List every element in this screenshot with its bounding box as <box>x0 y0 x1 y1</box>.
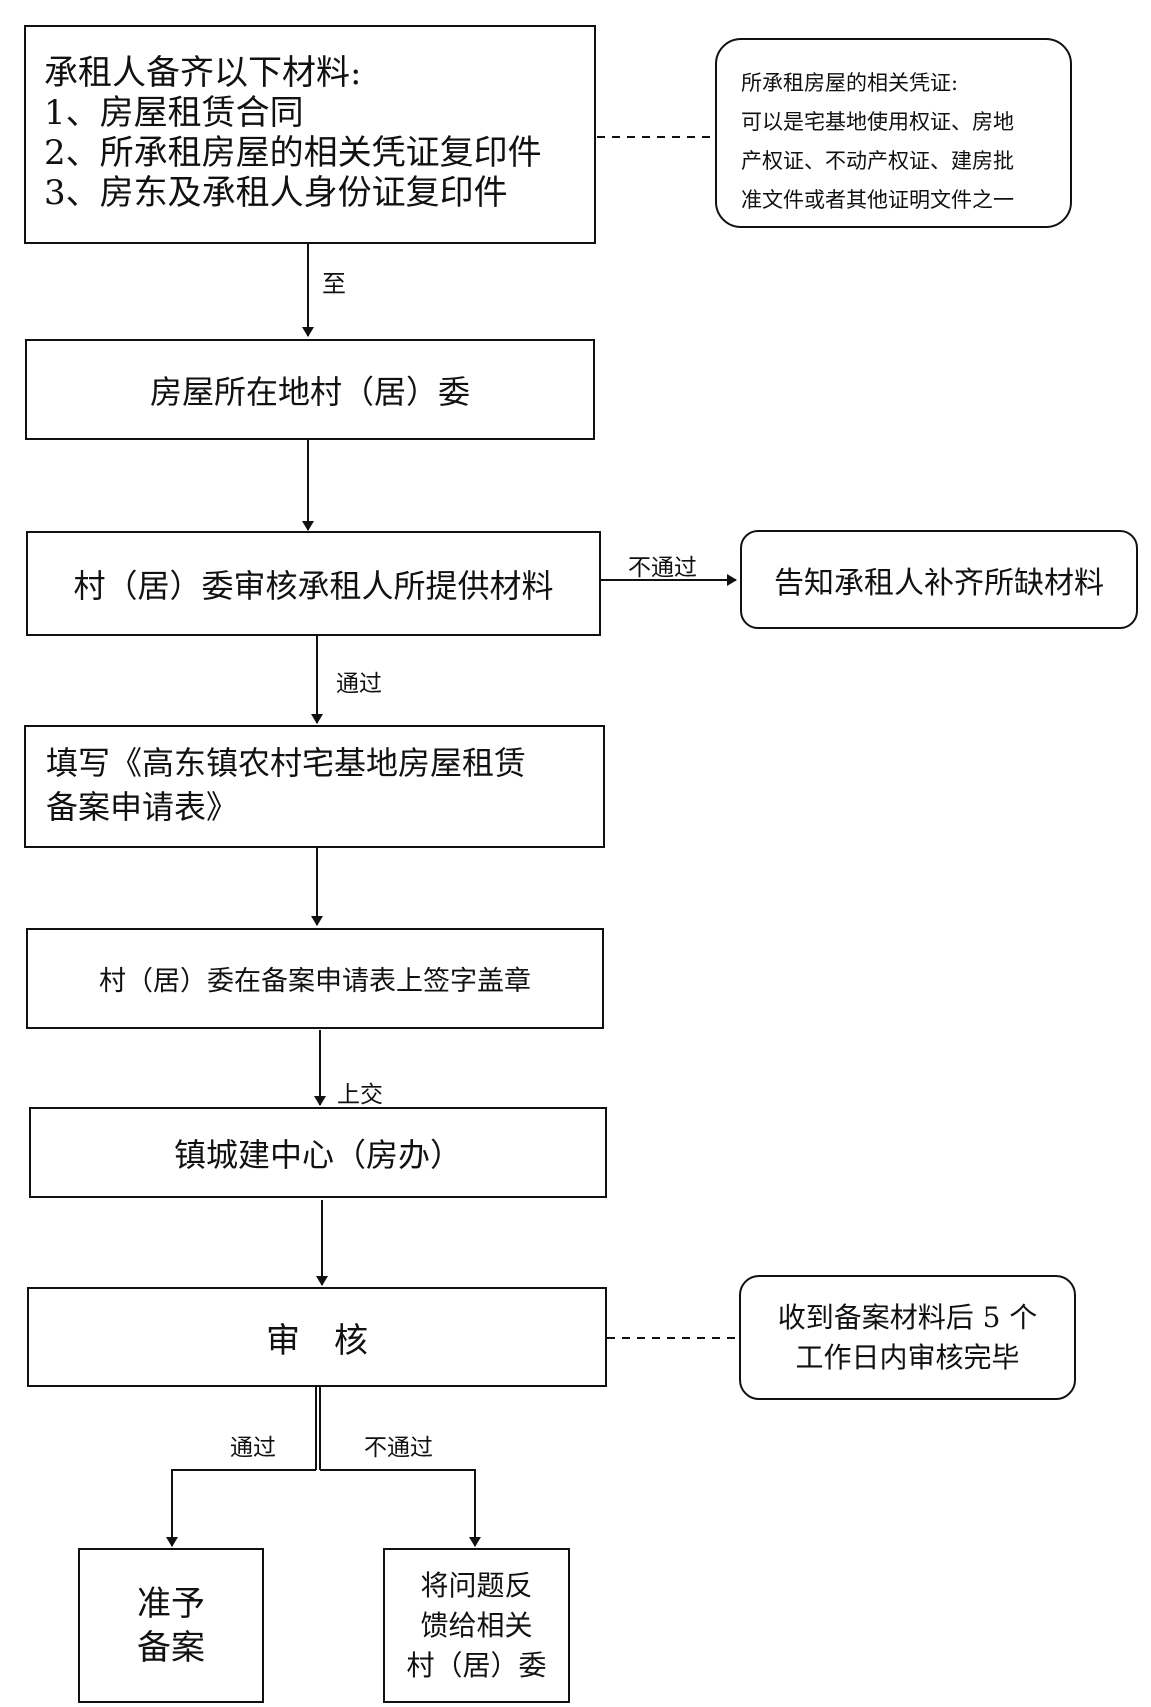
arrow-audit-fail <box>320 1469 481 1547</box>
materials-item-3: 3、房东及承租人身份证复印件 <box>44 173 508 213</box>
note-certificates-line-3: 产权证、不动产权证、建房批 <box>741 149 1014 173</box>
review-materials-text: 村（居）委审核承租人所提供材料 <box>73 566 554 605</box>
materials-item-1: 1、房屋租赁合同 <box>44 93 304 133</box>
materials-item-2: 2、所承租房屋的相关凭证复印件 <box>44 133 542 173</box>
label-submit: 上交 <box>337 1082 383 1108</box>
feedback-line-1: 将问题反 <box>420 1568 533 1602</box>
fill-form-box: 填写《高东镇农村宅基地房屋租赁 备案申请表》 <box>24 725 605 848</box>
label-fail-2: 不通过 <box>364 1435 433 1461</box>
arrow-audit-pass <box>166 1469 316 1547</box>
label-to: 至 <box>322 270 346 298</box>
feedback-line-3: 村（居）委 <box>406 1648 547 1682</box>
sign-seal-text: 村（居）委在备案申请表上签字盖章 <box>99 966 531 997</box>
approve-line-1: 准予 <box>137 1583 205 1624</box>
note-certificates-line-2: 可以是宅基地使用权证、房地 <box>741 110 1014 134</box>
label-pass-1: 通过 <box>336 671 382 697</box>
fill-form-line-1: 填写《高东镇农村宅基地房屋租赁 <box>46 744 527 782</box>
materials-box: 承租人备齐以下材料: 1、房屋租赁合同 2、所承租房屋的相关凭证复印件 3、房东… <box>24 25 596 244</box>
materials-heading: 承租人备齐以下材料: <box>44 53 362 93</box>
notify-supplement-text: 告知承租人补齐所缺材料 <box>774 565 1104 601</box>
review-materials-box: 村（居）委审核承租人所提供材料 <box>26 531 601 636</box>
feedback-box: 将问题反 馈给相关 村（居）委 <box>383 1548 570 1703</box>
village-committee-box: 房屋所在地村（居）委 <box>25 339 595 440</box>
note-certificates-line-4: 准文件或者其他证明文件之一 <box>741 188 1014 212</box>
sign-seal-box: 村（居）委在备案申请表上签字盖章 <box>26 928 604 1029</box>
note-certificates-line-1: 所承租房屋的相关凭证: <box>741 71 959 95</box>
note-deadline-line-1: 收到备案材料后 5 个 <box>777 1300 1038 1334</box>
village-committee-text: 房屋所在地村（居）委 <box>149 372 470 411</box>
town-center-box: 镇城建中心（房办） <box>29 1107 607 1198</box>
audit-box: 审 核 <box>27 1287 607 1387</box>
label-fail-1: 不通过 <box>628 555 697 581</box>
audit-text: 审 核 <box>266 1320 368 1361</box>
town-center-text: 镇城建中心（房办） <box>173 1135 462 1174</box>
fill-form-line-2: 备案申请表》 <box>46 788 239 826</box>
notify-supplement-box: 告知承租人补齐所缺材料 <box>740 530 1138 629</box>
approve-line-2: 备案 <box>137 1627 205 1668</box>
feedback-line-2: 馈给相关 <box>420 1608 533 1642</box>
approve-box: 准予 备案 <box>78 1548 264 1703</box>
note-certificates: 所承租房屋的相关凭证: 可以是宅基地使用权证、房地 产权证、不动产权证、建房批 … <box>715 38 1072 228</box>
note-deadline-line-2: 工作日内审核完毕 <box>795 1340 1020 1374</box>
label-pass-2: 通过 <box>230 1435 276 1461</box>
note-deadline: 收到备案材料后 5 个 工作日内审核完毕 <box>739 1275 1076 1400</box>
